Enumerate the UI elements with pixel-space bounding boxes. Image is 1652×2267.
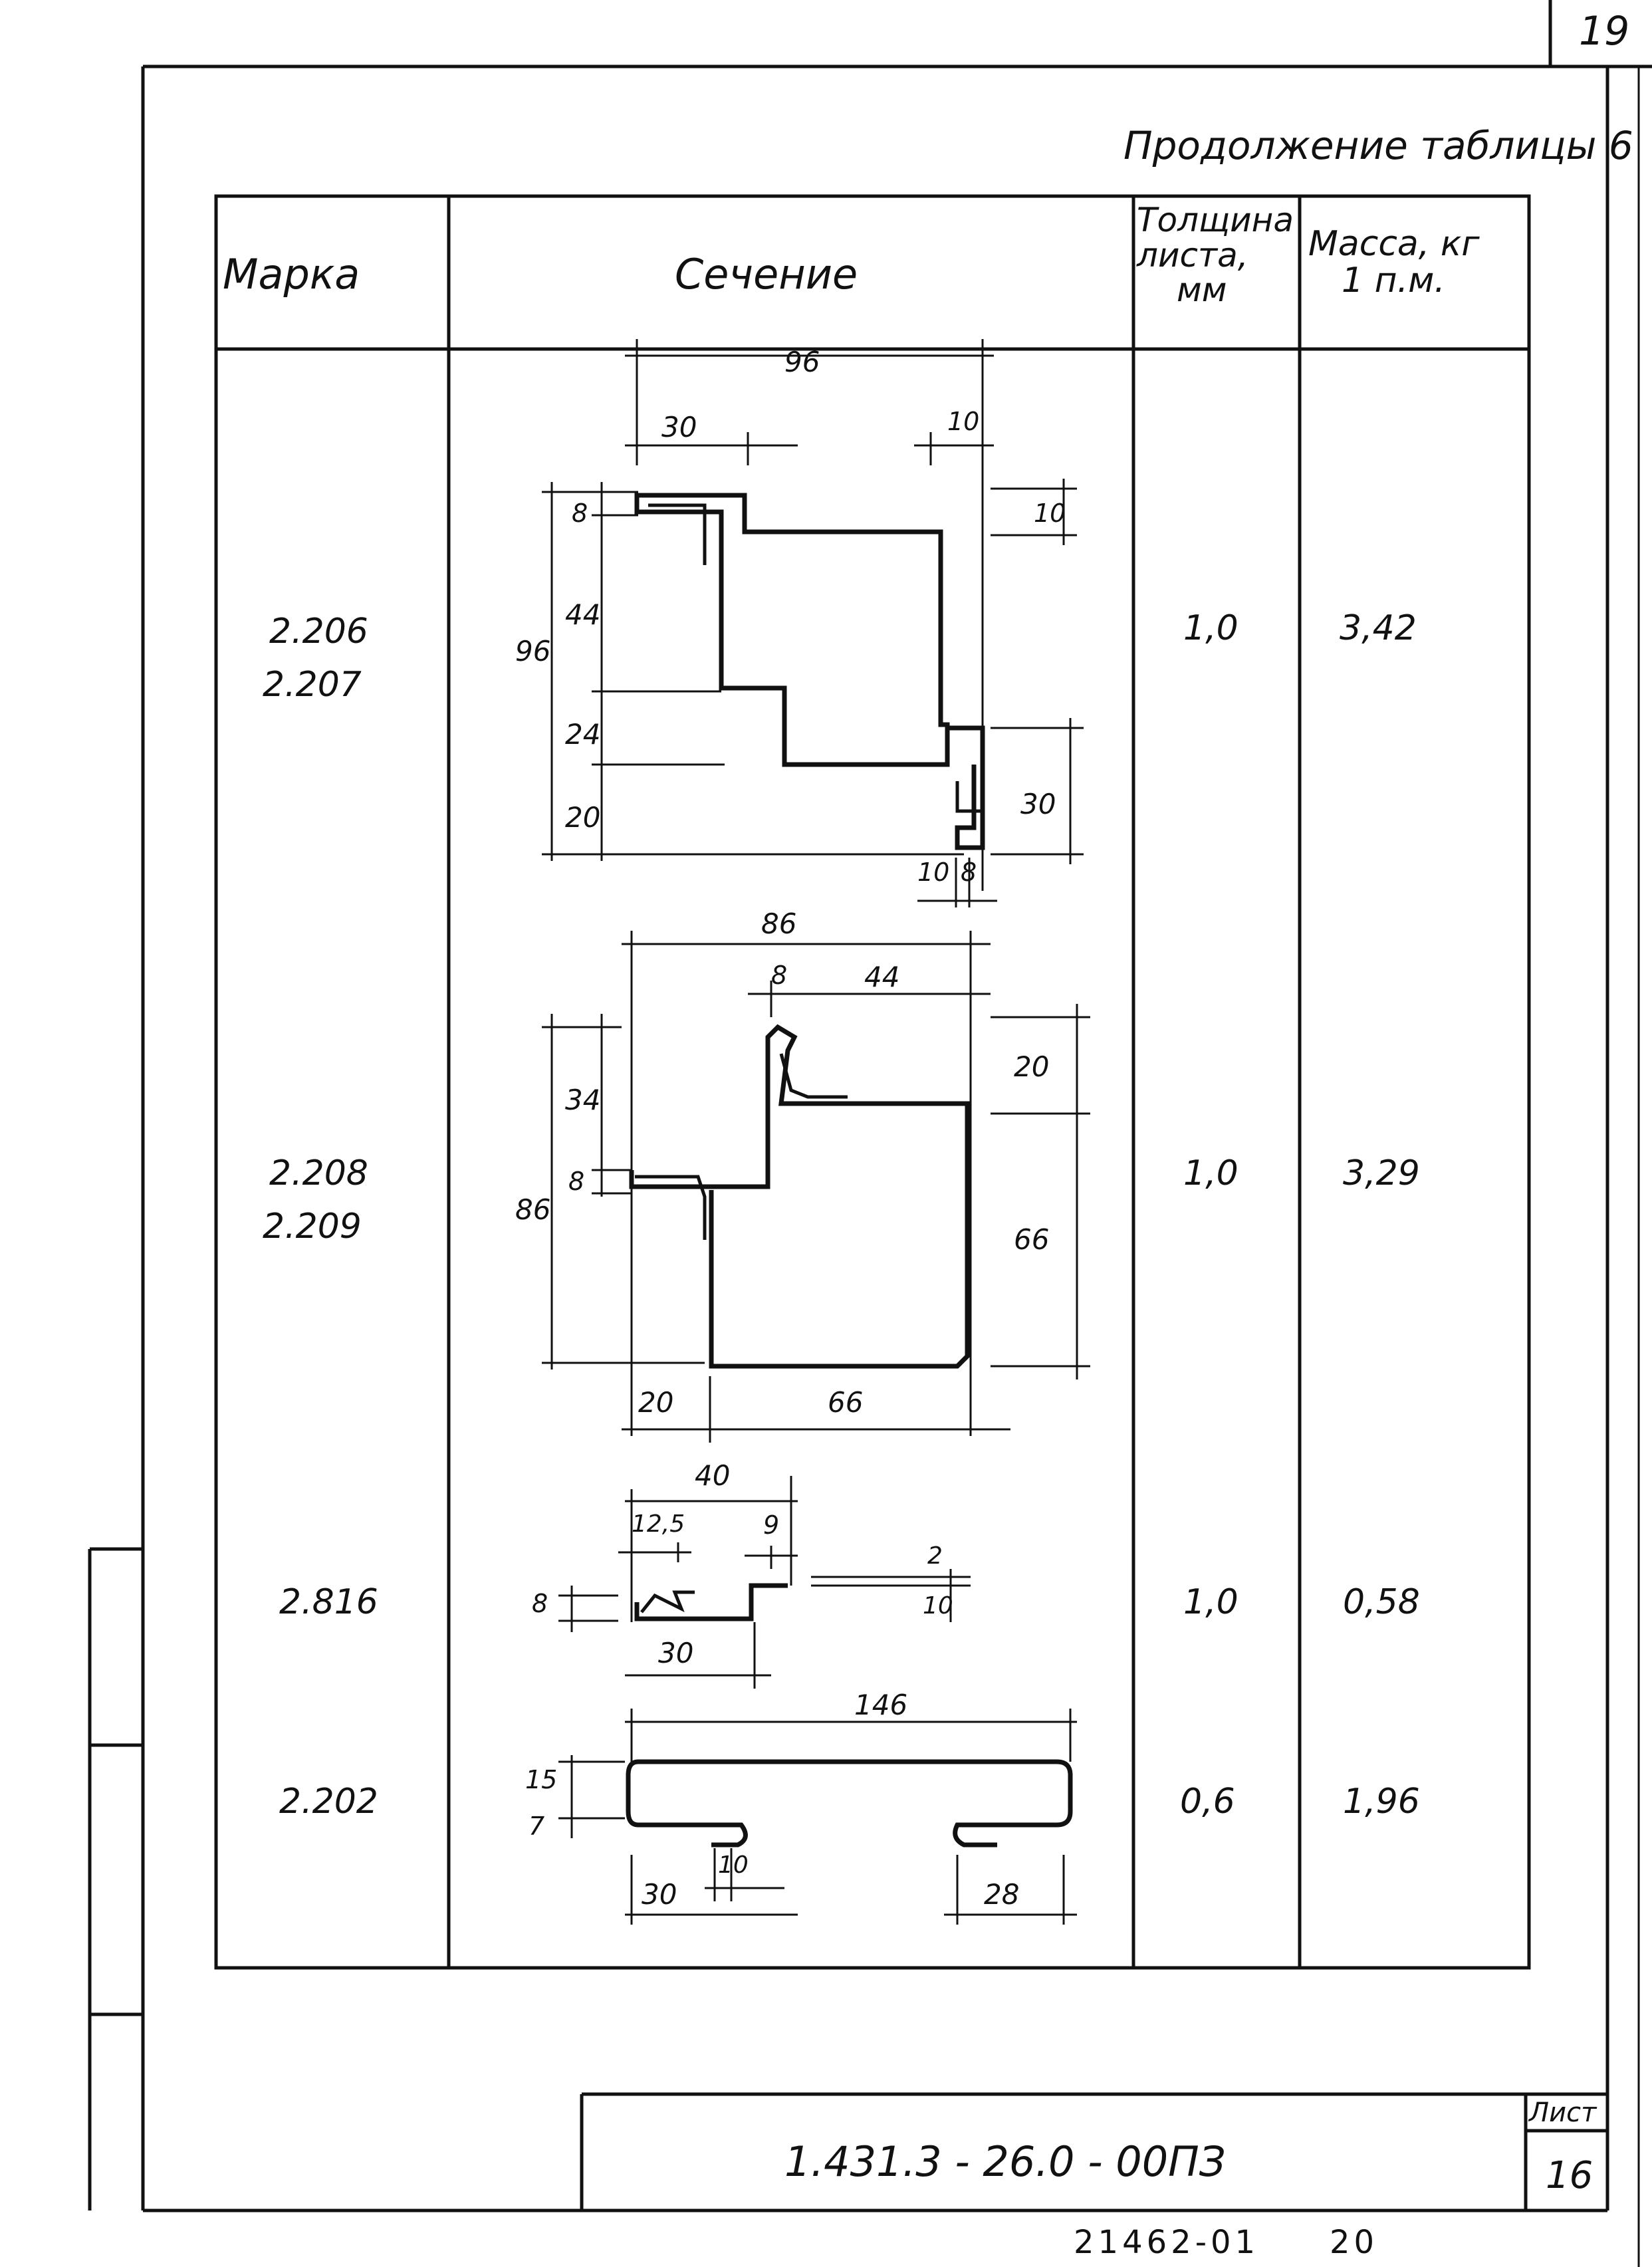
p1-dim-20: 20 — [565, 801, 601, 834]
header-thickness: Толщина листа, мм — [1137, 203, 1296, 308]
row3-thickness: 1,0 — [1183, 1582, 1239, 1622]
p4-dim-28: 28 — [984, 1878, 1020, 1911]
row1-thickness: 1,0 — [1183, 608, 1239, 648]
p2-dim-44: 44 — [864, 961, 900, 993]
row1-mark-2: 2.207 — [263, 665, 362, 705]
p1-dim-10-top: 10 — [947, 407, 980, 436]
p1-dim-24: 24 — [565, 718, 601, 751]
p1-dim-10-bottom: 10 — [917, 858, 950, 887]
p1-dim-30-right: 30 — [1020, 788, 1056, 820]
p2-dim-34: 34 — [565, 1084, 601, 1116]
row4-thickness: 0,6 — [1180, 1782, 1235, 1822]
header-thickness-line2: листа, — [1137, 235, 1248, 275]
p3-dim-9: 9 — [763, 1510, 780, 1540]
row2-mark-1: 2.208 — [269, 1153, 368, 1193]
p3-dim-40: 40 — [695, 1459, 731, 1492]
header-section: Сечение — [675, 250, 858, 298]
p4-dim-10: 10 — [718, 1851, 749, 1879]
row1-mass: 3,42 — [1340, 608, 1417, 648]
p1-dim-10-right: 10 — [1034, 499, 1066, 528]
profile-2816-drawing — [558, 1476, 971, 1689]
row3-mass: 0,58 — [1343, 1582, 1420, 1622]
p1-dim-30: 30 — [661, 411, 697, 443]
footer-number: 20 — [1330, 2224, 1379, 2261]
row2-mark-2: 2.209 — [263, 1207, 362, 1247]
sheet-corner-number: 19 — [1579, 8, 1630, 55]
sheet-number: 16 — [1546, 2154, 1593, 2197]
p1-dim-44: 44 — [565, 598, 601, 631]
row4-mark-1: 2.202 — [279, 1782, 378, 1822]
sheet-label: Лист — [1529, 2097, 1597, 2128]
p4-dim-15: 15 — [525, 1765, 558, 1794]
p2-dim-20-bottom: 20 — [638, 1386, 674, 1419]
p1-dim-8-bottom: 8 — [961, 858, 977, 887]
p3-dim-2: 2 — [927, 1542, 943, 1570]
profile-2208-drawing — [542, 931, 1090, 1443]
profile-2206-drawing — [542, 339, 1084, 907]
header-thickness-line3: мм — [1177, 271, 1227, 309]
p1-dim-8: 8 — [572, 499, 588, 528]
row4-mass: 1,96 — [1343, 1782, 1420, 1822]
p2-dim-86-left: 86 — [515, 1193, 551, 1226]
table-caption: Продолжение таблицы 6 — [1123, 123, 1633, 168]
p3-dim-12-5: 12,5 — [632, 1510, 685, 1538]
p3-dim-10: 10 — [923, 1592, 953, 1619]
p2-dim-20-right: 20 — [1014, 1050, 1050, 1083]
row3-mark-1: 2.816 — [279, 1582, 378, 1622]
profile-2202-drawing — [558, 1709, 1077, 1925]
header-mass-line1: Масса, кг — [1308, 224, 1480, 264]
p3-dim-30: 30 — [658, 1637, 694, 1669]
header-mass-line2: 1 п.м. — [1342, 260, 1445, 300]
row2-thickness: 1,0 — [1183, 1153, 1239, 1193]
footer-code: 21462-01 — [1074, 2224, 1260, 2261]
p2-dim-8-left: 8 — [568, 1167, 585, 1196]
row1-mark-1: 2.206 — [269, 612, 368, 652]
p2-dim-66-right: 66 — [1014, 1223, 1050, 1256]
p4-dim-30: 30 — [642, 1878, 677, 1911]
header-thickness-line1: Толщина — [1137, 201, 1294, 239]
p3-dim-8: 8 — [532, 1589, 548, 1618]
p2-dim-66-bottom: 66 — [828, 1386, 864, 1419]
header-mark: Марка — [223, 250, 360, 298]
p1-dim-96-top: 96 — [784, 346, 820, 378]
p2-dim-8-top: 8 — [771, 961, 788, 990]
p4-dim-7: 7 — [529, 1812, 545, 1841]
header-mass: Масса, кг 1 п.м. — [1308, 226, 1480, 298]
row2-mass: 3,29 — [1343, 1153, 1420, 1193]
p4-dim-146: 146 — [854, 1689, 908, 1721]
document-designation: 1.431.3 - 26.0 - 00ПЗ — [784, 2137, 1226, 2186]
p2-dim-86-top: 86 — [761, 907, 797, 940]
p1-dim-96-left: 96 — [515, 635, 551, 667]
